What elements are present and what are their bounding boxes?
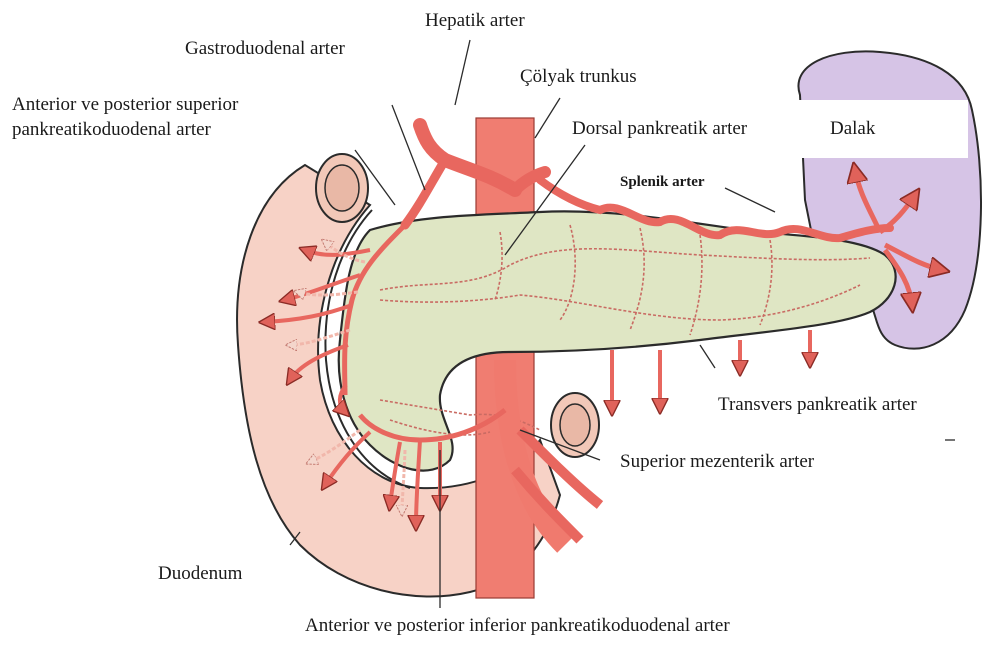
label-gastroduodenal-artery: Gastroduodenal arter xyxy=(185,38,345,60)
label-superior-pd-line1: Anterior ve posterior superior xyxy=(12,94,238,116)
label-celiac-trunk: Çölyak trunkus xyxy=(520,66,637,88)
label-inferior-pd-artery: Anterior ve posterior inferior pankreati… xyxy=(305,615,730,637)
label-dorsal-pancreatic-artery: Dorsal pankreatik arter xyxy=(572,118,747,140)
label-duodenum: Duodenum xyxy=(158,563,242,585)
pancreas xyxy=(339,211,896,470)
label-superior-mesenteric-artery: Superior mezenterik arter xyxy=(620,451,814,473)
label-splenic-artery: Splenik arter xyxy=(620,174,705,191)
label-hepatic-artery: Hepatik arter xyxy=(425,10,525,32)
spleen-label-box xyxy=(790,100,968,158)
label-transverse-pancreatic-artery: Transvers pankreatik arter xyxy=(718,394,917,416)
label-spleen: Dalak xyxy=(830,118,875,140)
label-superior-pd-line2: pankreatikoduodenal arter xyxy=(12,119,211,141)
